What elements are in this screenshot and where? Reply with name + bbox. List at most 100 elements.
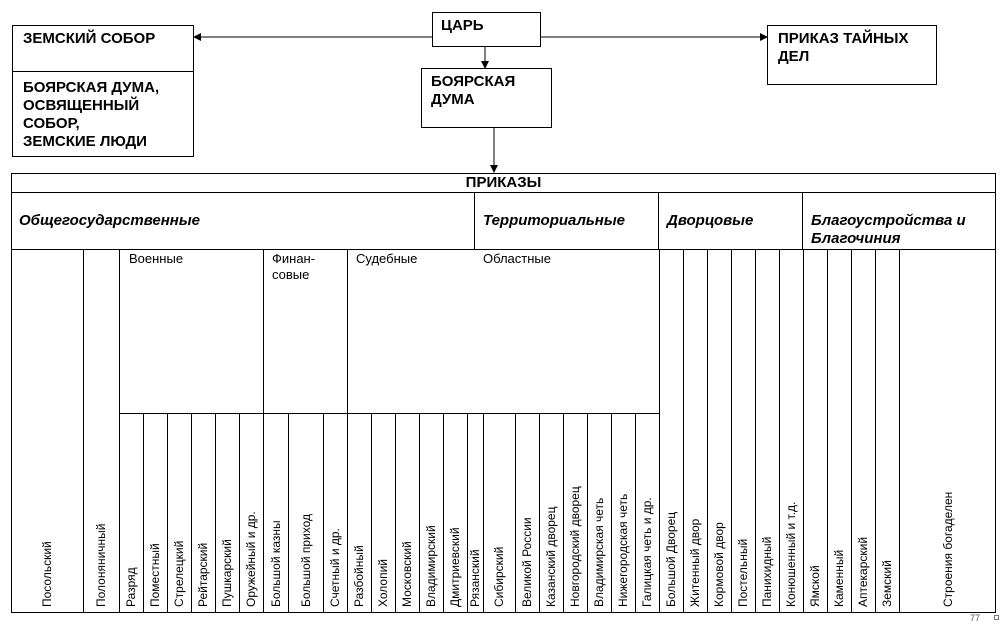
prikaz-name: Великой России <box>520 517 534 607</box>
prikaz-name: Московский <box>400 541 414 607</box>
prikaz-column: Казанский дворец <box>539 420 563 613</box>
corner-marker <box>994 615 999 620</box>
column-divider <box>143 413 144 613</box>
prikaz-column: Аптекарский <box>851 420 875 613</box>
column-divider <box>483 413 484 613</box>
section-border <box>474 192 475 250</box>
prikaz-column: Разбойный <box>347 420 371 613</box>
prikaz-name: Полоняничный <box>94 523 108 607</box>
prikaz-column: Рязанский <box>467 420 483 613</box>
prikazy-table <box>11 173 996 613</box>
prikaz-name: Новгородский дворец <box>568 486 582 607</box>
column-divider <box>611 413 612 613</box>
zemsky-sobor-members: БОЯРСКАЯ ДУМА, ОСВЯЩЕННЫЙ СОБОР, ЗЕМСКИЕ… <box>23 79 159 151</box>
column-divider <box>119 249 120 613</box>
column-divider <box>803 249 804 613</box>
prikazy-title: ПРИКАЗЫ <box>465 174 542 191</box>
section-welfare-line: Благоустройства и <box>811 212 966 229</box>
column-divider <box>707 249 708 613</box>
zemsky-sobor-title: ЗЕМСКИЙ СОБОР <box>23 30 156 47</box>
column-divider <box>587 413 588 613</box>
prikaz-column: Разряд <box>119 420 143 613</box>
column-divider <box>263 249 264 613</box>
tsar-box: ЦАРЬ <box>432 12 541 47</box>
subgroup-financial-line: Финан- <box>272 251 316 266</box>
prikaz-name: Кормовой двор <box>712 522 726 607</box>
zemsky-sobor-member: БОЯРСКАЯ ДУМА, <box>23 79 160 96</box>
zemsky-sobor-divider <box>13 71 193 72</box>
column-divider <box>755 249 756 613</box>
column-divider <box>875 249 876 613</box>
prikaz-column: Холопий <box>371 420 395 613</box>
column-divider <box>467 413 468 613</box>
column-divider <box>371 413 372 613</box>
prikaz-name: Большой приход <box>298 513 313 607</box>
prikaz-column: Полоняничный <box>83 420 119 613</box>
prikaz-name: Владимирская четь <box>592 497 606 607</box>
prikaz-name: Владимирский <box>424 525 438 607</box>
column-divider <box>395 413 396 613</box>
page-number: 77 <box>970 613 981 623</box>
prikaz-column: Нижегородская четь <box>611 420 635 613</box>
column-divider <box>191 413 192 613</box>
prikaz-name: Галицкая четь и др. <box>640 497 654 607</box>
prikaz-name: Ямской <box>808 565 822 607</box>
prikaz-column: Каменный <box>827 420 851 613</box>
prikaz-column: Посольский <box>11 420 83 613</box>
prikaz-name: Казанский дворец <box>544 506 558 607</box>
column-divider <box>563 413 564 613</box>
column-divider <box>635 413 636 613</box>
subgroup-financial-line: совые <box>272 267 310 282</box>
prikaz-name: Сибирский <box>492 546 506 607</box>
prikaz-column: Большой Дворец <box>659 420 683 613</box>
prikaz-column: Кормовой двор <box>707 420 731 613</box>
subgroup-regional: Областные <box>483 251 551 266</box>
prikaz-name: Аптекарский <box>856 536 870 607</box>
boyar-duma-line: БОЯРСКАЯ <box>431 73 516 90</box>
prikaz-name: Пушкарский <box>220 539 234 607</box>
prikaz-column: Новгородский дворец <box>563 420 587 613</box>
prikaz-name: Постельный <box>736 538 750 607</box>
column-divider <box>215 413 216 613</box>
column-divider <box>347 249 348 613</box>
column-divider <box>659 249 660 613</box>
column-divider <box>419 413 420 613</box>
prikaz-name: Конюшенный и т.д. <box>784 501 798 607</box>
prikaz-name: Оружейный и др. <box>244 511 258 607</box>
column-divider <box>167 413 168 613</box>
column-divider <box>83 249 84 613</box>
boyar-duma-box: БОЯРСКАЯ ДУМА <box>421 68 552 128</box>
subgroup-divider <box>119 413 659 414</box>
prikaz-name: Большой Дворец <box>664 511 678 607</box>
secret-prikaz-box: ПРИКАЗ ТАЙНЫХ ДЕЛ <box>767 25 937 85</box>
prikaz-column: Житенный двор <box>683 420 707 613</box>
title-divider <box>11 192 996 193</box>
secret-prikaz-line: ДЕЛ <box>778 48 810 65</box>
section-divider <box>11 249 996 250</box>
prikaz-name: Рязанский <box>468 549 482 607</box>
section-welfare: Благоустройства и Благочиния <box>803 212 966 248</box>
column-divider <box>731 249 732 613</box>
prikaz-column: Владимирская четь <box>587 420 611 613</box>
tsar-label: ЦАРЬ <box>441 17 484 34</box>
column-divider <box>239 413 240 613</box>
prikaz-name: Земский <box>880 560 894 607</box>
section-territorial: Территориальные <box>483 212 626 229</box>
prikaz-column: Ямской <box>803 420 827 613</box>
prikaz-column: Рейтарский <box>191 420 215 613</box>
zemsky-sobor-member: СОБОР, <box>23 115 80 132</box>
prikaz-name: Разряд <box>124 567 138 607</box>
section-palace: Дворцовые <box>667 212 754 229</box>
column-divider <box>851 249 852 613</box>
prikaz-column: Большой приход <box>288 420 323 613</box>
secret-prikaz-line: ПРИКАЗ ТАЙНЫХ <box>778 30 909 47</box>
column-divider <box>443 413 444 613</box>
column-divider <box>827 249 828 613</box>
prikaz-column: Московский <box>395 420 419 613</box>
zemsky-sobor-box: ЗЕМСКИЙ СОБОР БОЯРСКАЯ ДУМА, ОСВЯЩЕННЫЙ … <box>12 25 194 157</box>
prikaz-name: Панихидный <box>760 536 774 607</box>
prikaz-name: Разбойный <box>352 545 366 607</box>
section-border <box>802 192 803 250</box>
prikaz-name: Счетный и др. <box>328 528 342 607</box>
prikaz-name: Стрелецкий <box>172 540 186 607</box>
